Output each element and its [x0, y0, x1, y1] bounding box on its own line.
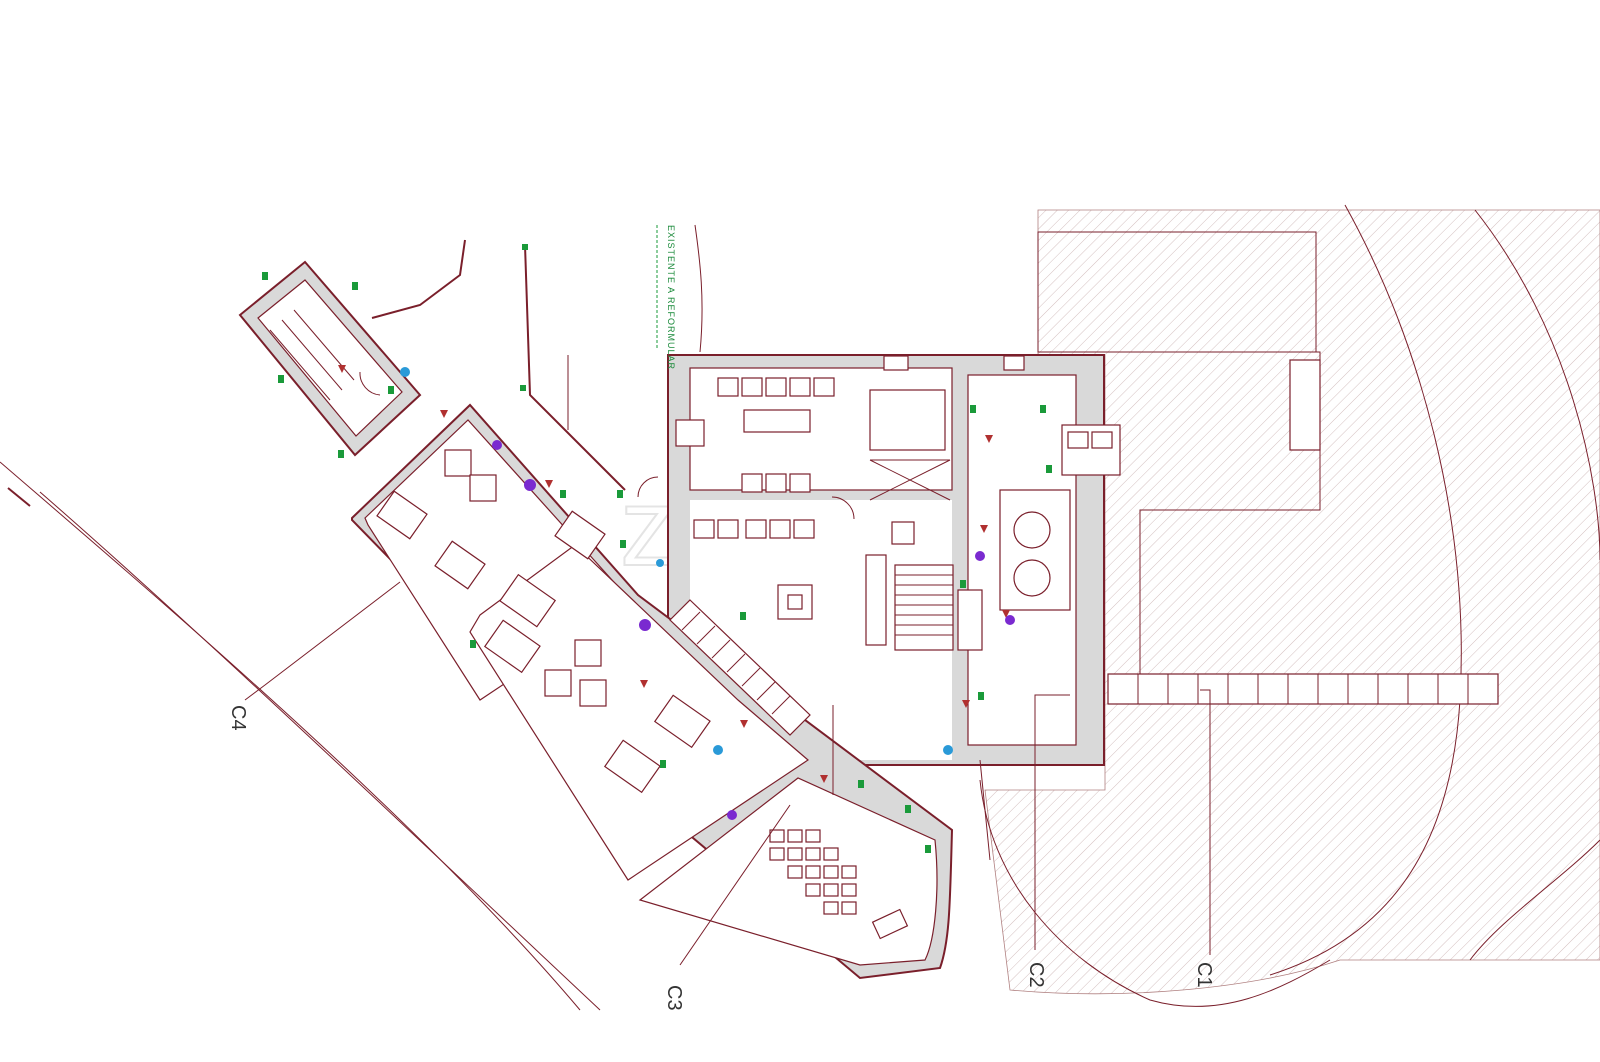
section-lines: [244, 581, 1211, 966]
section-label-c3: C3: [663, 985, 685, 1011]
diagonal-stair: [669, 599, 811, 736]
section-label-c2: C2: [1025, 962, 1047, 988]
existing-annotation: EXISTENTE A REFORMULAR: [666, 225, 676, 370]
hatched-terrace: [984, 209, 1600, 995]
diagonal-wing: [351, 403, 954, 980]
section-label-c1: C1: [1193, 962, 1215, 988]
annex: [238, 239, 626, 491]
terrace-steps: [1107, 359, 1499, 705]
auditorium-seats: [769, 829, 857, 915]
section-label-c4: C4: [227, 705, 249, 731]
annotation-markers: [262, 244, 1052, 853]
